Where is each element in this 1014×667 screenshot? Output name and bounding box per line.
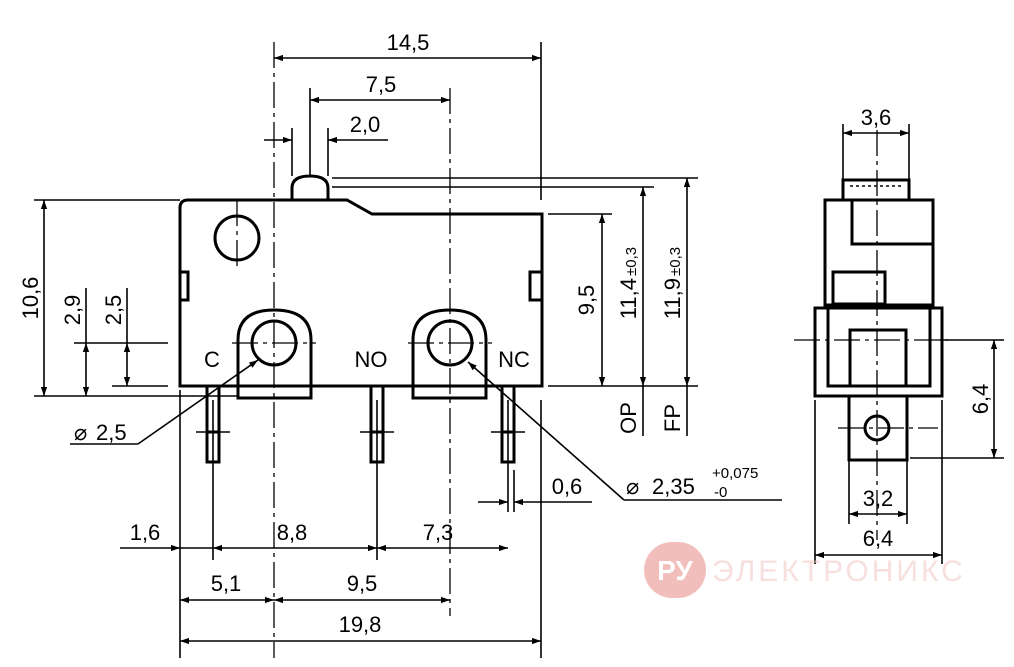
label-c: C [204, 347, 220, 372]
side-bump-right [528, 270, 544, 302]
dim-hole-spacing: 9,5 [347, 571, 378, 596]
dim-hole-left: 5,1 [211, 571, 242, 596]
watermark-text: ЭЛЕКТРОНИКС [712, 555, 966, 588]
dim-hole-tol-lower: -0 [714, 484, 727, 501]
watermark-logo: РУ ЭЛЕКТРОНИКС [644, 542, 966, 598]
dim-body-height: 10,6 [18, 277, 43, 320]
watermark-badge-text: РУ [657, 555, 693, 586]
label-op: OP [616, 402, 641, 434]
side-boss [848, 328, 908, 388]
dim-pin-thickness: 0,6 [552, 474, 583, 499]
dim-op-tol: ±0,3 [623, 247, 640, 276]
dim-fp-tol: ±0,3 [667, 247, 684, 276]
boss-bottom-left [236, 386, 313, 400]
dim-side-top-width: 3,6 [861, 105, 892, 130]
side-body-lower [813, 306, 944, 398]
side-body-step [850, 200, 933, 246]
dim-fp-height: 11,9 [660, 278, 685, 319]
dim-fp-group: 11,9 ±0,3 [660, 247, 685, 319]
dim-height-9-5: 9,5 [574, 285, 599, 316]
dim-hole-tol-upper: +0,075 [712, 465, 758, 482]
dim-side-height: 6,4 [968, 384, 993, 415]
dim-side-pin-width: 3,2 [863, 486, 894, 511]
leader-hole-right [467, 361, 625, 501]
dim-op-height: 11,4 [616, 278, 641, 319]
watermark-badge [644, 542, 706, 598]
dim-actuator-diameter: 2,0 [350, 112, 381, 137]
dim-hole-height-1: 2,9 [60, 295, 85, 326]
label-nc: NC [498, 347, 530, 372]
boss-bottom-right [411, 386, 488, 400]
dim-hole-diameter-right: 2,35 [652, 474, 695, 499]
leader-hole-left [137, 359, 259, 445]
diameter-symbol-right: ⌀ [626, 474, 639, 499]
dim-pin-spacing-1: 8,8 [277, 520, 308, 545]
dim-hole-height-2: 2,5 [101, 295, 126, 326]
dim-side-overall-width: 6,4 [863, 526, 894, 551]
actuator-button [290, 174, 330, 202]
diameter-symbol-left: ⌀ [74, 420, 87, 445]
side-bump-left [178, 270, 190, 302]
side-view: 3,6 6,4 3,2 6,4 [794, 105, 1004, 564]
dim-total-width: 14,5 [387, 30, 430, 55]
dim-op-group: 11,4 ±0,3 [616, 247, 641, 319]
dim-body-length: 19,8 [339, 612, 382, 637]
side-actuator [841, 178, 911, 202]
side-slot [831, 270, 887, 306]
dim-left-offset: 1,6 [130, 520, 161, 545]
side-body-upper [823, 198, 935, 307]
dim-hole-diameter-left: 2,5 [96, 420, 127, 445]
dim-pin-spacing-2: 7,3 [423, 520, 454, 545]
dim-actuator-offset: 7,5 [366, 72, 397, 97]
label-no: NO [355, 347, 388, 372]
label-fp: FP [660, 404, 685, 432]
front-view: 14,5 7,5 2,0 10,6 2,9 2,5 9,5 11,4 ±0,3 … [18, 30, 782, 658]
